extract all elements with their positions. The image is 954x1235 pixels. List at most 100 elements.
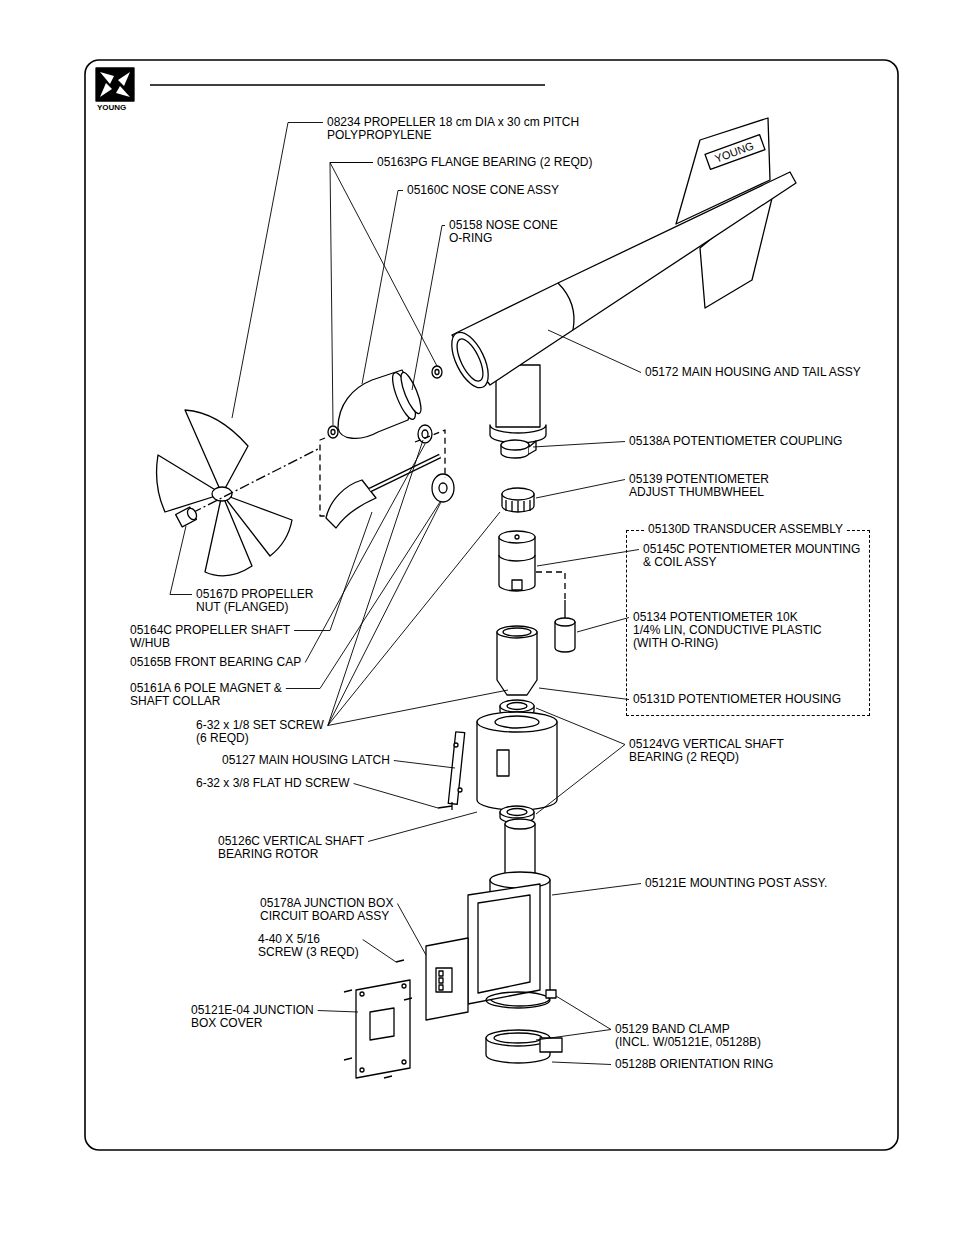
- vertical-stack: [495, 716, 539, 728]
- junction-box-parts: [426, 938, 468, 1020]
- mounting-post: [486, 992, 550, 1008]
- part-label: 05161A 6 POLE MAGNET & SHAFT COLLAR: [130, 682, 282, 708]
- logo-mark: [116, 86, 130, 97]
- vertical-stack: [477, 712, 557, 732]
- main-housing: [558, 283, 574, 330]
- part-label: 05145C POTENTIOMETER MOUNTING & COIL ASS…: [643, 543, 860, 569]
- vertical-stack: [503, 628, 531, 636]
- assembly-group-box: 05130D TRANSDUCER ASSEMBLY05145C POTENTI…: [626, 530, 870, 716]
- vertical-stack: [506, 500, 530, 512]
- leader-line: [536, 480, 625, 499]
- part-label: 05128B ORIENTATION RING: [615, 1058, 773, 1071]
- junction-box-parts: [439, 978, 443, 983]
- vertical-stack: [501, 440, 529, 450]
- logo-mark: [96, 68, 134, 101]
- propeller-shaft: [432, 474, 454, 502]
- part-label: 05163PG FLANGE BEARING (2 REQD): [377, 156, 592, 169]
- vertical-stack: [438, 802, 452, 810]
- vertical-stack: [512, 580, 522, 590]
- mounting-post: [505, 819, 535, 829]
- assembly-heading: 05130D TRANSDUCER ASSEMBLY: [645, 523, 846, 536]
- assembly-dashes: [320, 438, 328, 516]
- leader-lines: [170, 123, 641, 1065]
- vertical-stack: [438, 440, 575, 823]
- part-label: 4-40 X 5/16 SCREW (3 REQD): [258, 933, 359, 959]
- leader-line: [539, 688, 629, 700]
- mounting-post: [468, 819, 562, 1063]
- junction-box-parts: [360, 1068, 364, 1072]
- leader-line: [328, 502, 441, 726]
- junction-box-parts: [402, 984, 406, 988]
- part-label: 05160C NOSE CONE ASSY: [407, 184, 559, 197]
- mounting-post: [468, 884, 540, 1004]
- leader-line: [394, 761, 455, 769]
- leader-line: [397, 904, 426, 956]
- mounting-post: [478, 895, 530, 993]
- leader-line: [536, 1030, 611, 1041]
- logo-mark: [100, 83, 112, 97]
- vertical-stack: [564, 600, 565, 620]
- vertical-stack: [497, 632, 537, 695]
- vertical-stack: [448, 732, 464, 805]
- part-label: 05139 POTENTIOMETER ADJUST THUMBWHEEL: [629, 473, 769, 499]
- vertical-stack: [500, 700, 534, 712]
- assembly-dashes: [320, 430, 565, 600]
- nose-cone: [435, 370, 439, 375]
- part-label: 6-32 x 1/8 SET SCREW (6 REQD): [196, 719, 324, 745]
- part-label: 05121E-04 JUNCTION BOX COVER: [191, 1004, 314, 1030]
- main-housing: [444, 172, 796, 443]
- vertical-stack: [507, 809, 527, 816]
- mounting-post: [546, 990, 556, 998]
- part-label: 05172 MAIN HOUSING AND TAIL ASSY: [645, 366, 861, 379]
- vertical-stack: [497, 626, 537, 638]
- vertical-stack: [499, 531, 535, 543]
- mounting-post: [505, 824, 535, 878]
- leader-line: [232, 123, 323, 419]
- nose-cone: [331, 430, 335, 435]
- junction-box-parts: [439, 985, 443, 990]
- leader-line: [363, 940, 396, 963]
- part-label: 05134 POTENTIOMETER 10K 1/4% LIN, CONDUC…: [633, 611, 822, 650]
- part-label: 05164C PROPELLER SHAFT W/HUB: [130, 624, 290, 650]
- propeller: [222, 494, 292, 556]
- leader-line: [328, 440, 423, 726]
- leader-line: [552, 1062, 611, 1065]
- part-label: 05138A POTENTIOMETER COUPLING: [629, 435, 842, 448]
- nose-cone: [432, 366, 442, 378]
- propeller-shaft: [326, 425, 454, 528]
- leader-line: [552, 884, 641, 896]
- part-label: 05126C VERTICAL SHAFT BEARING ROTOR: [218, 835, 364, 861]
- part-label: 05158 NOSE CONE O-RING: [449, 219, 558, 245]
- main-housing: [452, 172, 796, 385]
- logo-mark: [96, 68, 134, 101]
- vertical-stack: [529, 441, 536, 454]
- vertical-stack: [515, 535, 519, 539]
- leader-line: [170, 526, 192, 595]
- part-label: 05178A JUNCTION BOX CIRCUIT BOARD ASSY: [260, 897, 393, 923]
- leader-line: [537, 550, 639, 567]
- main-housing: [452, 335, 488, 384]
- leader-line: [368, 812, 477, 842]
- leader-line: [536, 745, 625, 815]
- leader-line: [536, 708, 625, 745]
- propeller: [186, 507, 199, 521]
- propeller-shaft: [370, 456, 440, 490]
- propeller-shaft: [370, 456, 440, 490]
- propeller-shaft: [439, 483, 447, 493]
- leader-line: [354, 784, 438, 809]
- leader-line: [318, 1011, 358, 1013]
- vertical-stack: [458, 788, 462, 792]
- assembly-dashes: [536, 572, 565, 600]
- vertical-stack: [477, 722, 557, 810]
- leader-line: [362, 191, 403, 385]
- mounting-post: [494, 1033, 542, 1043]
- main-housing: [444, 327, 495, 393]
- vertical-stack: [555, 618, 575, 626]
- vertical-stack: [499, 537, 535, 591]
- part-label: 05127 MAIN HOUSING LATCH: [222, 754, 390, 767]
- part-label: 6-32 x 3/8 FLAT HD SCREW: [196, 777, 350, 790]
- leader-line: [412, 226, 445, 391]
- part-label: 08234 PROPELLER 18 cm DIA x 30 cm PITCH …: [327, 116, 579, 142]
- vertical-stack: [500, 806, 534, 818]
- leader-line: [328, 512, 500, 726]
